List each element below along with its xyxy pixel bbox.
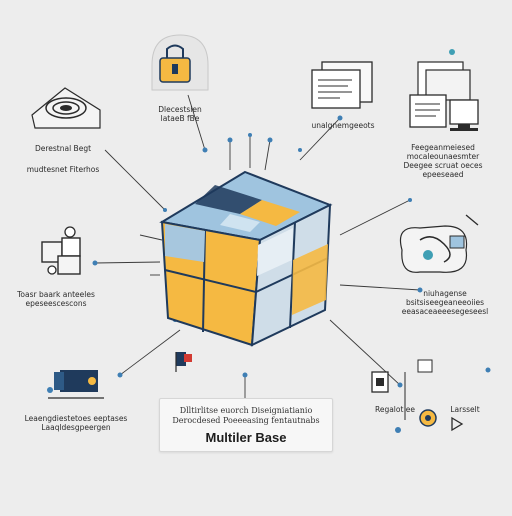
label-bottom-left: Leaengdiestetoes eeptases Laaqldesgpeerg… bbox=[6, 414, 146, 432]
storage-icon bbox=[47, 370, 104, 399]
database-icon bbox=[31, 87, 101, 129]
label-right-mid: niuhagense bsitsiseegeaneeoiies eeasacea… bbox=[382, 289, 508, 316]
label-left-mid: Toasr baark anteeles epeseescescons bbox=[0, 290, 112, 308]
label-bottom-right-b: Larsselt bbox=[430, 405, 500, 414]
label-line: Feegeanmeiesed bbox=[411, 143, 475, 152]
label-top-right: unalgnemgeeots bbox=[288, 121, 398, 130]
document-icon bbox=[311, 61, 373, 109]
label-line: niuhagense bbox=[423, 289, 467, 298]
label-line: epeeseaed bbox=[422, 170, 464, 179]
label-line: Regalot ee bbox=[374, 405, 416, 414]
label-line: mudtesnet Fiterhos bbox=[26, 165, 100, 174]
label-line: Dlecestsien bbox=[158, 105, 202, 114]
label-line: unalgnemgeeots bbox=[311, 121, 375, 130]
flag-icon bbox=[175, 352, 192, 372]
label-line: bsitsiseegeaneeoiies bbox=[405, 298, 485, 307]
puzzle-icon bbox=[41, 226, 81, 275]
label-top-center: Dlecestsien lataeB fBe bbox=[125, 105, 235, 123]
label-line: eeasaceaeeesegeseesl bbox=[401, 307, 489, 316]
central-cube bbox=[159, 170, 333, 347]
caption-box: Dlltirlitse euorch Diseigniatianio Deroc… bbox=[159, 398, 333, 452]
caption-title: Multiler Base bbox=[205, 430, 287, 445]
label-line: Toasr baark anteeles bbox=[17, 290, 95, 299]
caption-line-1: Dlltirlitse euorch Diseigniatianio bbox=[179, 406, 313, 415]
label-line: Laaqldesgpeergen bbox=[41, 423, 111, 432]
label-left-top: Derestnal Begt mudtesnet Fiterhos bbox=[8, 144, 118, 174]
label-line: Leaengdiestetoes eeptases bbox=[24, 414, 128, 423]
connector-lines bbox=[94, 94, 421, 398]
label-line: Deegee scruat oeces bbox=[403, 161, 483, 170]
label-right-top: Feegeanmeiesed mocaleounaesmter Deegee s… bbox=[378, 143, 508, 179]
monitor-icon bbox=[409, 61, 479, 131]
label-line: Larsselt bbox=[450, 405, 480, 414]
lock-icon bbox=[151, 34, 209, 91]
label-bottom-right-a: Regalot ee bbox=[360, 405, 430, 414]
label-line: lataeB fBe bbox=[160, 114, 200, 123]
label-line: Derestnal Begt bbox=[34, 144, 92, 153]
network-icon bbox=[399, 214, 479, 273]
gear-icon bbox=[371, 359, 464, 432]
label-line: mocaleounaesmter bbox=[406, 152, 480, 161]
label-line: epeseescescons bbox=[25, 299, 87, 308]
caption-line-2: Derocdesed Poeeeasing fentautnabs bbox=[172, 416, 320, 425]
